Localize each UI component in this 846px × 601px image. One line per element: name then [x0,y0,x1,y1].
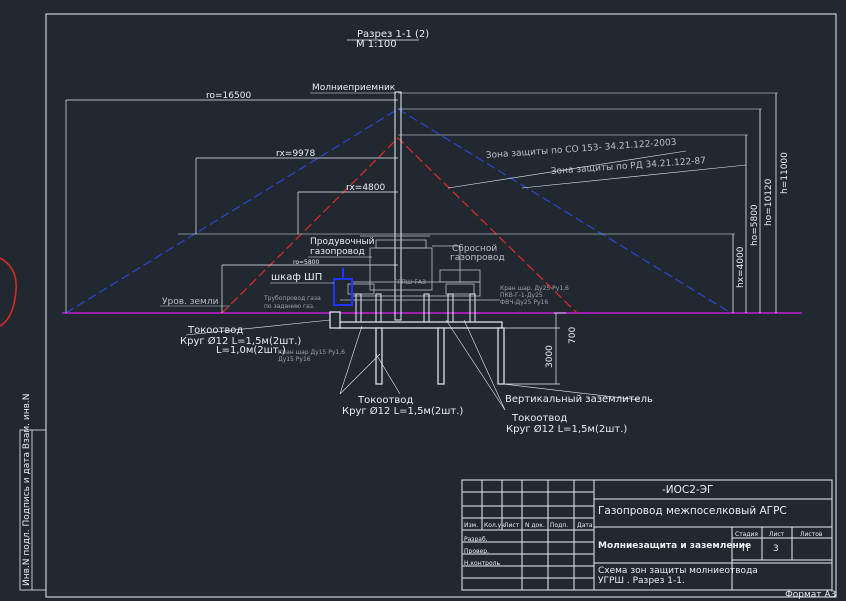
radius-dimensions [65,99,398,313]
annotation-right-c: ФВЧ-Ду25 Ру16 [500,299,548,306]
cropped-red-mark [0,257,17,327]
dim-ro: ro=16500 [206,91,251,101]
dim-ro2: ro=5800 [293,259,319,266]
tb-role-nkontrol: Н.контроль [464,560,500,567]
zone-so-label: Зона защиты по СО 153- 34.21.122-2003 [486,138,677,161]
support-legs [355,293,476,325]
rod1-spec-2: L=1,0м(2шт.) [216,345,286,356]
dim-h: h=11000 [780,152,790,194]
tb-drawing-title-1: Схема зон защиты молниеотвода [598,566,758,576]
title-block [461,479,833,591]
annotation-low-b: Ду15 Ру16 [278,356,311,363]
rod3-spec: Круг Ø12 L=1,5м(2шт.) [506,423,627,435]
tb-section-name: Молниезащита и заземление [598,541,751,551]
side-stamp-text: Инв.N подл. Подпись и дата Взам. инв.N [22,394,32,587]
format-label: Формат А3 [785,590,836,600]
cabinet-label: шкаф ШП [271,272,322,283]
annotation-left-b: по заданию газ. [264,303,315,310]
tb-sheet-header: Лист [769,531,785,538]
tb-col-list: Лист [504,522,520,529]
cabinet-shp [333,278,353,306]
annotation-right: Кран шар. Ду25 Ру1,6 [500,285,569,292]
purge-label-2: газопровод [310,247,365,257]
dim-ho2: ho=5800 [750,204,760,246]
tb-col-kol: Кол.уч [484,522,505,529]
annotation-left: Трубопровод газа [263,295,321,302]
rod1-spec: Круг Ø12 L=1,5м(2шт.) [180,335,301,347]
unit-tag: ГРПШ-ГАЗ [394,279,426,286]
zone-rd-label: Зона защиты по РД 34.21.122-87 [551,156,707,177]
side-stamp [19,429,47,591]
rod1-title: Токоотвод [187,325,243,336]
vent-label-2: газопровод [450,253,505,263]
tb-stage: П [742,544,749,554]
zone-rd-red [221,137,578,314]
vent-label: Сбросной [452,244,497,254]
zone-so-blue [65,108,732,314]
annotation-right-b: ПКВ-Г-1-Ду25 [500,292,543,299]
height-dimensions [732,93,777,313]
tb-col-izm: Изм. [464,522,478,529]
annotation-low: Кран шар Ду15 Ру1,6 [278,349,345,356]
rod3-title: Токоотвод [511,413,567,424]
sheet-frame [45,13,837,598]
rod-label: Молниеприемник [312,83,396,93]
tb-code: -ИОС2-ЭГ [662,484,713,496]
tb-project: Газопровод межпоселковый АГРС [598,505,787,517]
scale-label: М 1:100 [356,39,397,50]
dim-700: 700 [568,327,578,344]
rod2-title: Токоотвод [357,395,413,406]
zone-rd-leader [521,164,747,189]
lower-leaders [185,319,641,411]
height-extensions [178,92,778,235]
tb-sheets-header: Листов [800,531,823,538]
rod2-spec: Круг Ø12 L=1,5м(2шт.) [342,405,463,417]
depth-dimensions [502,312,566,385]
dim-hx: hx=4000 [736,246,746,288]
tb-col-data: Дата [577,522,593,529]
dim-rx2: rx=4800 [346,183,386,193]
tb-drawing-title-2: УГРШ . Разрез 1-1. [598,576,685,586]
zone-so-leader [447,150,687,189]
tb-col-ndok: N док. [525,522,545,529]
tb-col-podp: Подп. [550,522,568,529]
tb-stage-header: Стадия [735,531,758,538]
tb-role-prover: Провер. [464,548,489,555]
section-title: Разрез 1-1 (2) [357,29,429,40]
dim-rx1: rx=9978 [276,149,316,159]
lightning-mast [394,91,402,321]
tb-role-razrab: Разраб. [464,536,488,543]
vertical-ground-label: Вертикальный заземлитель [505,394,653,405]
tb-sheet: 3 [773,544,779,554]
dim-ho1: ho=10120 [764,178,774,226]
purge-label: Продувочный [310,237,375,247]
grounding-strip [329,311,505,385]
ground-level-label: Уров. земли [162,297,219,307]
dim-3000: 3000 [545,345,555,368]
